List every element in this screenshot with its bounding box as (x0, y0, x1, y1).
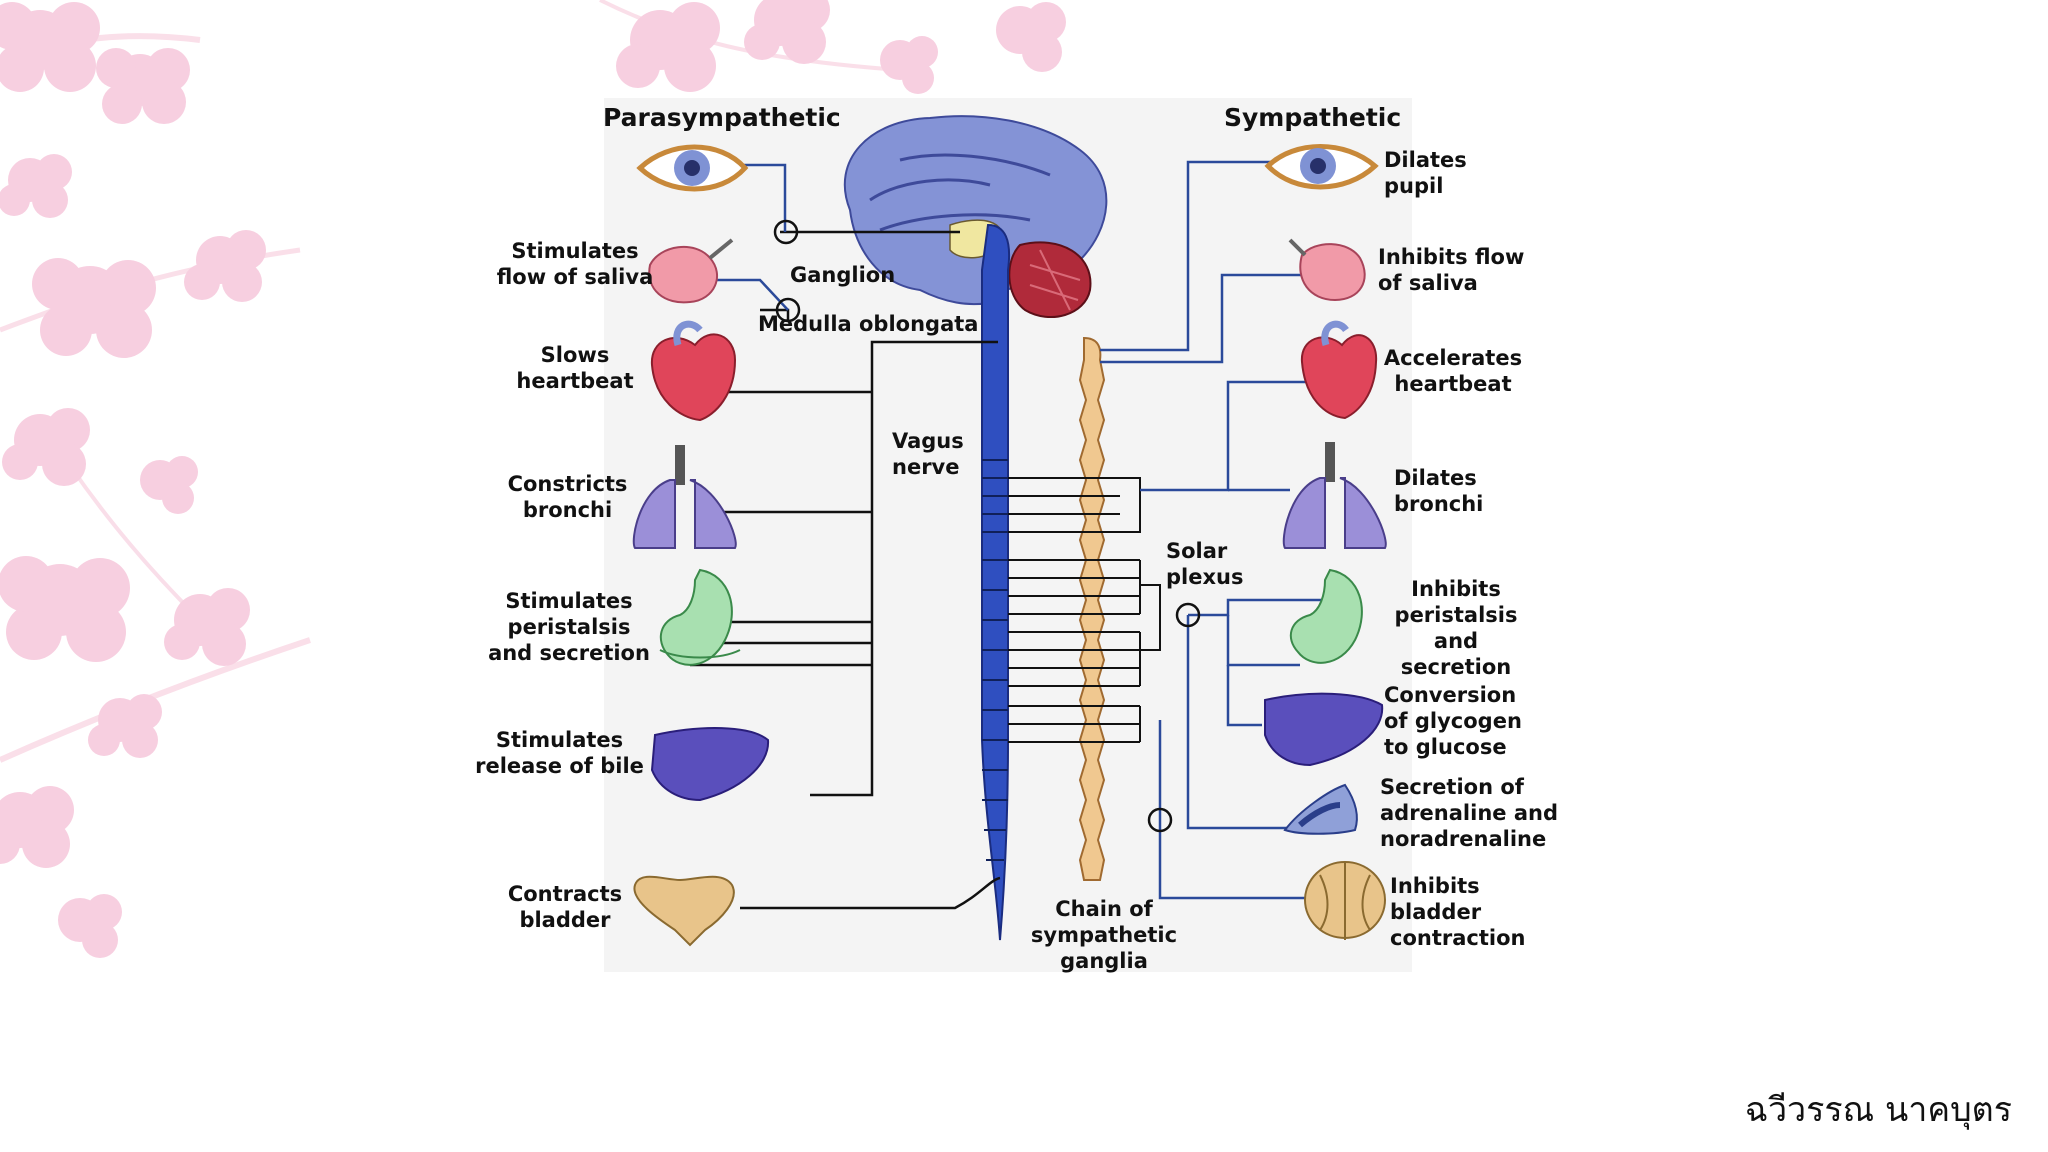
vagus-nerve-label: Vagus nerve (892, 429, 964, 479)
brain-illustration (843, 115, 1108, 319)
parasympathetic-header: Parasympathetic (603, 103, 841, 132)
lungs-left-icon (632, 445, 737, 549)
cherry-blossom-decoration (0, 0, 1066, 958)
sympathetic-chain-label: Chain of sympathetic ganglia (1030, 897, 1178, 973)
solar-plexus-label: Solar plexus (1166, 539, 1244, 589)
symp-effect-bronchi: Dilates bronchi (1394, 466, 1484, 516)
stomach-right-icon (1289, 568, 1363, 664)
liver-right-icon (1264, 692, 1384, 767)
para-effect-saliva: Stimulates flow of saliva (496, 239, 654, 289)
spinal-cord (981, 223, 1010, 941)
symp-effect-peristalsis: Inhibits peristalsis and secretion (1394, 577, 1518, 679)
symp-effect-pupil: Dilates pupil (1384, 148, 1467, 198)
salivary-gland-right-icon (1288, 238, 1366, 302)
symp-effect-heartbeat: Accelerates heartbeat (1383, 346, 1523, 396)
eye-left-icon (636, 144, 749, 192)
bladder-left-icon (633, 875, 735, 947)
ganglion-label: Ganglion (790, 263, 896, 287)
para-effect-heartbeat: Slows heartbeat (516, 343, 634, 393)
bladder-right-icon (1304, 861, 1386, 940)
medulla-oblongata-label: Medulla oblongata (758, 312, 979, 336)
symp-effect-glycogen: Conversion of glycogen to glucose (1384, 683, 1522, 759)
para-effect-bladder: Contracts bladder (507, 882, 623, 932)
salivary-gland-left-icon (648, 238, 734, 304)
para-effect-bile: Stimulates release of bile (475, 728, 644, 778)
eye-right-icon (1264, 144, 1379, 190)
sympathetic-chain (1078, 336, 1106, 881)
para-effect-peristalsis: Stimulates peristalsis and secretion (488, 589, 650, 665)
lungs-right-icon (1282, 442, 1387, 549)
symp-effect-bladder: Inhibits bladder contraction (1390, 874, 1526, 950)
para-effect-bronchi: Constricts bronchi (507, 472, 628, 522)
sympathetic-header: Sympathetic (1224, 103, 1402, 132)
heart-left-icon (650, 320, 737, 422)
adrenal-gland-icon (1283, 783, 1358, 835)
stomach-left-icon (659, 568, 741, 666)
symp-effect-saliva: Inhibits flow of saliva (1378, 245, 1525, 295)
author-credit: ฉวีวรรณ นาคบุตร (1744, 1090, 2012, 1130)
liver-left-icon (650, 727, 770, 802)
heart-right-icon (1300, 320, 1378, 420)
symp-effect-adrenaline: Secretion of adrenaline and noradrenalin… (1380, 775, 1558, 851)
